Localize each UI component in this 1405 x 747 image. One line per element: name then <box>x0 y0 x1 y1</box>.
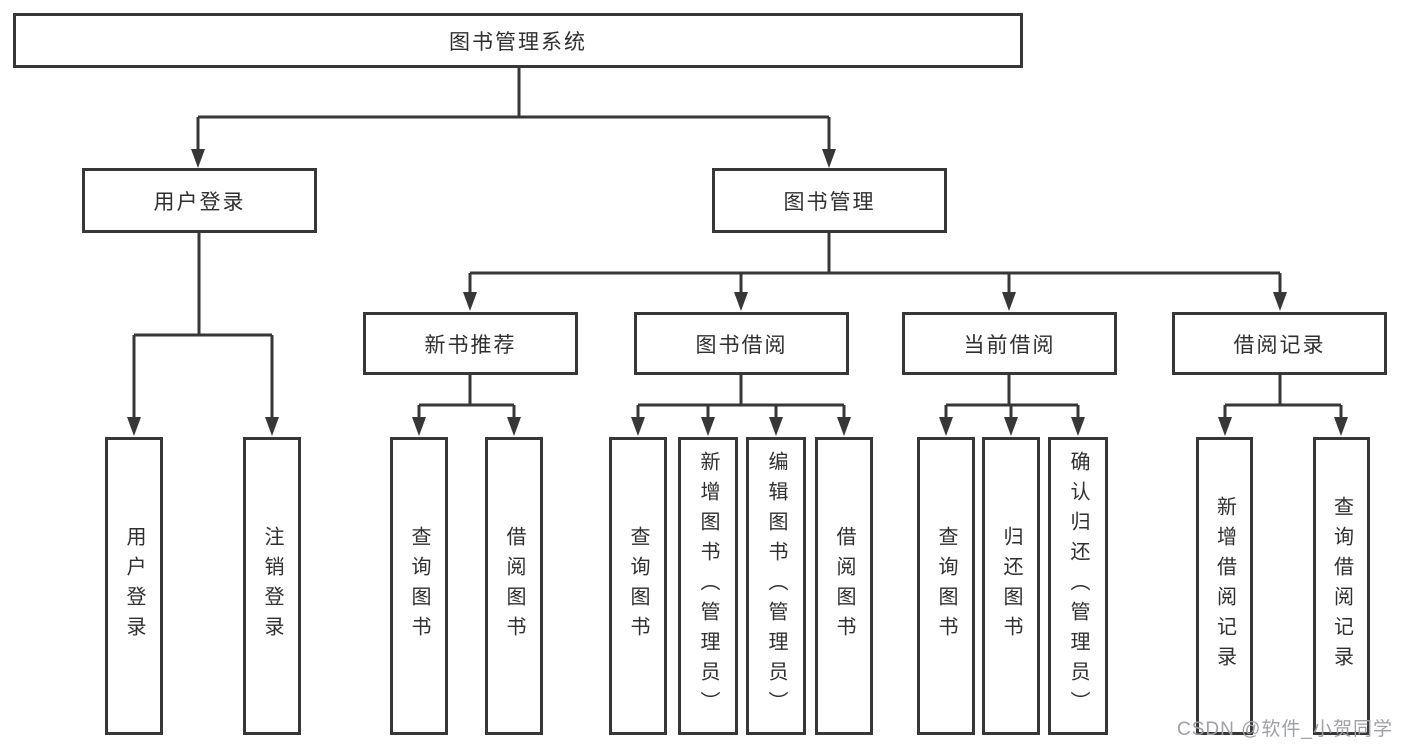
node-label: 图书借阅 <box>695 333 788 357</box>
node-label: 用户登录 <box>153 190 246 214</box>
node-label: 注销登录 <box>261 526 283 646</box>
node-label: 查询图书 <box>627 526 649 646</box>
node-label: 新增图书（管理员） <box>697 451 719 721</box>
leaf-edit-books-admin: 编辑图书（管理员） <box>746 437 806 735</box>
node-label: 查询借阅记录 <box>1330 496 1353 676</box>
node-label: 查询图书 <box>935 526 957 646</box>
leaf-return-books: 归还图书 <box>982 437 1040 735</box>
leaf-confirm-return-admin: 确认归还（管理员） <box>1048 437 1108 735</box>
node-label: 图书管理系统 <box>449 30 587 54</box>
connector-book-borrow-to-leaves <box>631 375 851 436</box>
node-label: 新书推荐 <box>424 333 517 357</box>
node-label: 查询图书 <box>408 526 430 646</box>
connector-current-borrow-to-leaves <box>939 375 1085 436</box>
connector-new-book-rec-to-leaves <box>412 375 521 436</box>
node-current-borrowing: 当前借阅 <box>902 312 1117 375</box>
leaf-query-borrow-record: 查询借阅记录 <box>1313 437 1370 735</box>
leaf-user-login: 用户登录 <box>105 437 163 735</box>
node-label: 新增借阅记录 <box>1213 496 1236 676</box>
leaf-add-borrow-record: 新增借阅记录 <box>1196 437 1253 735</box>
node-library-management-system: 图书管理系统 <box>13 13 1023 68</box>
leaf-query-books-current: 查询图书 <box>917 437 975 735</box>
node-label: 编辑图书（管理员） <box>765 451 787 721</box>
node-label: 借阅图书 <box>833 526 855 646</box>
node-borrowing-records: 借阅记录 <box>1172 312 1387 375</box>
node-label: 图书管理 <box>783 190 876 214</box>
node-label: 借阅图书 <box>503 526 525 646</box>
node-label: 当前借阅 <box>963 333 1056 357</box>
leaf-add-books-admin: 新增图书（管理员） <box>678 437 738 735</box>
connector-user-login-to-leaves <box>127 233 279 436</box>
node-label: 归还图书 <box>1000 526 1022 646</box>
connector-book-mgmt-to-level3 <box>463 233 1287 311</box>
connector-borrow-record-to-leaves <box>1218 375 1348 436</box>
leaf-query-books-recommend: 查询图书 <box>390 437 448 735</box>
node-label: 确认归还（管理员） <box>1067 451 1089 721</box>
node-book-borrowing: 图书借阅 <box>634 312 849 375</box>
node-user-login: 用户登录 <box>82 168 317 233</box>
node-new-book-recommend: 新书推荐 <box>363 312 578 375</box>
csdn-watermark: CSDN @软件_小贺同学 <box>1177 719 1393 740</box>
node-book-management: 图书管理 <box>712 168 947 233</box>
node-label: 借阅记录 <box>1233 333 1326 357</box>
node-label: 用户登录 <box>123 526 145 646</box>
leaf-query-books-borrow: 查询图书 <box>609 437 667 735</box>
leaf-borrow-books: 借阅图书 <box>815 437 873 735</box>
leaf-logout: 注销登录 <box>243 437 301 735</box>
connector-root-to-level2 <box>191 68 836 168</box>
leaf-borrow-books-recommend: 借阅图书 <box>485 437 543 735</box>
